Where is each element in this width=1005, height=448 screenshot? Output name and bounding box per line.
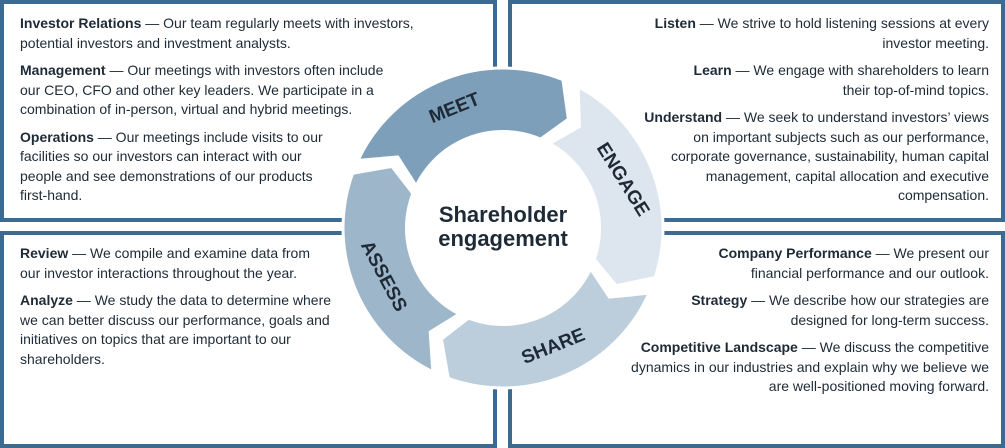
meet-item-text: — Our meetings include visits to our fac… — [20, 128, 323, 204]
engage-item-text: — We engage with shareholders to learn t… — [731, 62, 989, 98]
assess-details: Review — We compile and examine data fro… — [20, 244, 340, 377]
engage-item-term: Learn — [693, 62, 732, 78]
share-item-text: — We present our financial performance a… — [750, 245, 989, 281]
engage-item-text: — We seek to understand investors’ views… — [670, 109, 989, 203]
meet-item: Operations — Our meetings include visits… — [20, 128, 340, 206]
share-item-text: — We discuss the competitive dynamics in… — [631, 339, 989, 394]
share-item-term: Competitive Landscape — [640, 339, 798, 355]
assess-item: Review — We compile and examine data fro… — [20, 244, 325, 283]
meet-item-term: Operations — [20, 128, 94, 145]
center-hole — [405, 130, 601, 326]
engage-item-term: Understand — [644, 109, 723, 125]
share-item-term: Strategy — [691, 292, 748, 308]
share-item: Company Performance — We present our fin… — [699, 244, 989, 283]
engage-item: Understand — We seek to understand inves… — [639, 108, 989, 206]
meet-details: Investor Relations — Our team regularly … — [20, 14, 490, 214]
meet-item: Management — Our meetings with investors… — [20, 61, 395, 120]
meet-item: Investor Relations — Our team regularly … — [20, 14, 460, 53]
center-title-line2: engagement — [438, 226, 568, 251]
meet-item-term: Investor Relations — [20, 15, 142, 31]
engage-item: Listen — We strive to hold listening ses… — [619, 14, 989, 53]
assess-item-term: Analyze — [20, 292, 73, 308]
engage-item: Learn — We engage with shareholders to l… — [669, 61, 989, 100]
share-item: Competitive Landscape — We discuss the c… — [629, 338, 989, 397]
center-title-line1: Shareholder — [439, 202, 568, 227]
share-item-text: — We describe how our strategies are des… — [747, 292, 989, 328]
engage-item-term: Listen — [654, 15, 696, 31]
meet-item-term: Management — [20, 62, 106, 78]
share-item-term: Company Performance — [718, 245, 872, 261]
meet-item-text: — Our team regularly meets with investor… — [20, 15, 414, 51]
engage-item-text: — We strive to hold listening sessions a… — [695, 15, 989, 51]
assess-item-text: — We compile and examine data from our i… — [20, 245, 310, 281]
engage-details: Listen — We strive to hold listening ses… — [619, 14, 989, 214]
assess-item-term: Review — [20, 245, 69, 261]
meet-item-text: — Our meetings with investors often incl… — [20, 62, 384, 117]
share-item: Strategy — We describe how our strategie… — [679, 291, 989, 330]
assess-item: Analyze — We study the data to determine… — [20, 291, 340, 369]
assess-item-text: — We study the data to determine where w… — [20, 292, 332, 367]
share-details: Company Performance — We present our fin… — [609, 244, 989, 405]
